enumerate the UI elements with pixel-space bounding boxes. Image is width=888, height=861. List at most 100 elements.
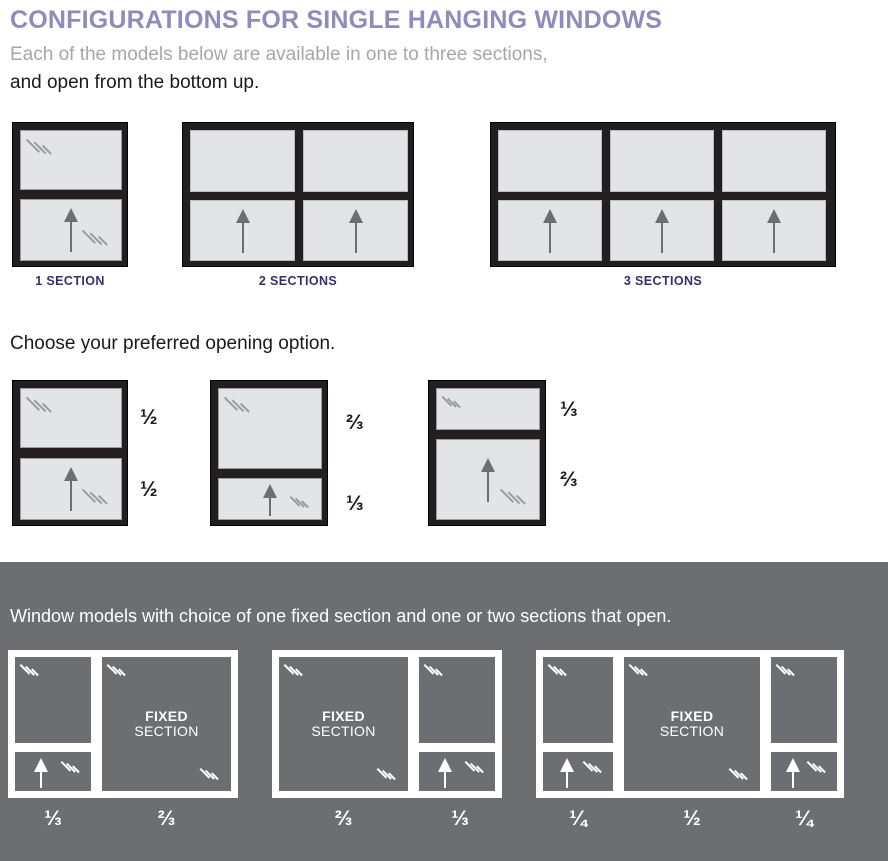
section-label-3: 3 SECTIONS (623, 274, 703, 288)
fixed-pane (303, 130, 408, 192)
glass-hatch-icon (25, 135, 60, 165)
glass-hatch-icon (728, 765, 755, 787)
glass-hatch-icon (81, 226, 116, 256)
opening-pane (218, 478, 322, 520)
opening-fraction-bottom: ½ (140, 478, 158, 501)
gray-fraction-label: ⅔ (334, 807, 353, 830)
window-diagram-1-section (12, 122, 128, 267)
opening-fraction-top: ⅓ (560, 398, 578, 421)
glass-hatch-icon (464, 758, 491, 780)
up-arrow-icon (63, 467, 79, 511)
fixed-pane (190, 130, 295, 192)
fixed-section-pane: FIXED SECTION (277, 655, 410, 793)
opening-pane (20, 458, 122, 520)
gray-model-twothirds-third: FIXED SECTION (272, 650, 502, 798)
glass-hatch-icon (376, 765, 403, 787)
gray-fraction-label: ⅓ (44, 807, 62, 830)
fixed-pane (436, 388, 540, 430)
up-arrow-icon (437, 757, 453, 788)
glass-hatch-icon (628, 661, 655, 683)
opening-fraction-top: ⅔ (346, 411, 364, 434)
up-arrow-icon (33, 757, 49, 788)
up-arrow-icon (654, 208, 670, 253)
opening-pane (769, 750, 839, 793)
opening-pane (303, 200, 408, 261)
gray-panel-heading: Window models with choice of one fixed s… (10, 606, 672, 626)
opening-pane (190, 200, 295, 261)
gray-fraction-label: ¼ (569, 807, 587, 830)
gray-model-quarter-half-quarter: FIXED SECTION (536, 650, 844, 798)
fixed-label-line2: SECTION (134, 723, 199, 739)
fixed-pane (610, 130, 714, 192)
fixed-section-pane: FIXED SECTION (100, 655, 233, 793)
fixed-label-line2: SECTION (311, 723, 376, 739)
glass-hatch-icon (81, 485, 116, 515)
glass-hatch-icon (775, 661, 802, 683)
fixed-pane (13, 655, 93, 745)
up-arrow-icon (348, 208, 364, 253)
glass-hatch-icon (806, 758, 833, 780)
gray-fraction-label: ⅔ (157, 807, 176, 830)
gray-model-third-twothirds: FIXED SECTION (8, 650, 238, 798)
glass-hatch-icon (582, 758, 609, 780)
fixed-label-line2: SECTION (659, 723, 725, 739)
glass-hatch-icon (289, 493, 316, 515)
glass-hatch-icon (283, 661, 310, 683)
fixed-pane (20, 130, 122, 190)
gray-fraction-label: ⅓ (451, 807, 469, 830)
opening-fraction-bottom: ⅓ (346, 492, 364, 515)
glass-hatch-icon (223, 393, 258, 423)
window-diagram-2-sections (182, 122, 414, 267)
opening-pane (541, 750, 615, 793)
fixed-section-label: FIXED SECTION (279, 707, 408, 739)
fixed-section-models-panel: Window models with choice of one fixed s… (0, 562, 888, 861)
up-arrow-icon (785, 757, 801, 788)
glass-hatch-icon (19, 661, 46, 683)
fixed-label-line1: FIXED (322, 707, 365, 724)
glass-hatch-icon (25, 393, 60, 423)
opening-pane (20, 199, 122, 261)
glass-hatch-icon (106, 661, 133, 683)
fixed-label-line1: FIXED (145, 707, 188, 724)
up-arrow-icon (480, 457, 496, 502)
fixed-pane (769, 655, 839, 745)
gray-fraction-label: ¼ (795, 807, 813, 830)
fixed-section-label: FIXED SECTION (624, 707, 760, 739)
section-label-2: 2 SECTIONS (258, 274, 338, 288)
opening-pane (722, 200, 826, 261)
opening-pane (436, 439, 540, 520)
up-arrow-icon (262, 484, 278, 516)
opening-fraction-top: ½ (140, 406, 158, 429)
opening-option-onethird-twothirds (428, 380, 546, 526)
fixed-pane (722, 130, 826, 192)
glass-hatch-icon (499, 485, 534, 515)
glass-hatch-icon (423, 661, 450, 683)
fixed-pane (218, 388, 322, 469)
opening-options-heading: Choose your preferred opening option. (10, 333, 336, 354)
up-arrow-icon (235, 208, 251, 253)
opening-pane (498, 200, 602, 261)
subtitle-line-2: and open from the bottom up. (10, 72, 260, 93)
gray-fraction-label: ½ (683, 807, 701, 830)
opening-option-half-half (12, 380, 128, 526)
glass-hatch-icon (547, 661, 574, 683)
subtitle-line-1: Each of the models below are available i… (10, 44, 548, 65)
window-diagram-3-sections (490, 122, 836, 267)
fixed-pane (417, 655, 497, 745)
fixed-pane (498, 130, 602, 192)
up-arrow-icon (559, 757, 575, 788)
glass-hatch-icon (441, 393, 468, 415)
opening-fraction-bottom: ⅔ (560, 468, 578, 491)
fixed-pane (541, 655, 615, 745)
fixed-section-pane: FIXED SECTION (622, 655, 762, 793)
fixed-label-line1: FIXED (670, 707, 714, 724)
up-arrow-icon (63, 208, 79, 252)
opening-pane (13, 750, 93, 793)
glass-hatch-icon (60, 758, 87, 780)
fixed-section-label: FIXED SECTION (102, 707, 231, 739)
section-label-1: 1 SECTION (35, 274, 105, 288)
page-title: CONFIGURATIONS FOR SINGLE HANGING WINDOW… (10, 6, 663, 34)
opening-option-twothirds-onethird (210, 380, 328, 526)
glass-hatch-icon (199, 765, 226, 787)
